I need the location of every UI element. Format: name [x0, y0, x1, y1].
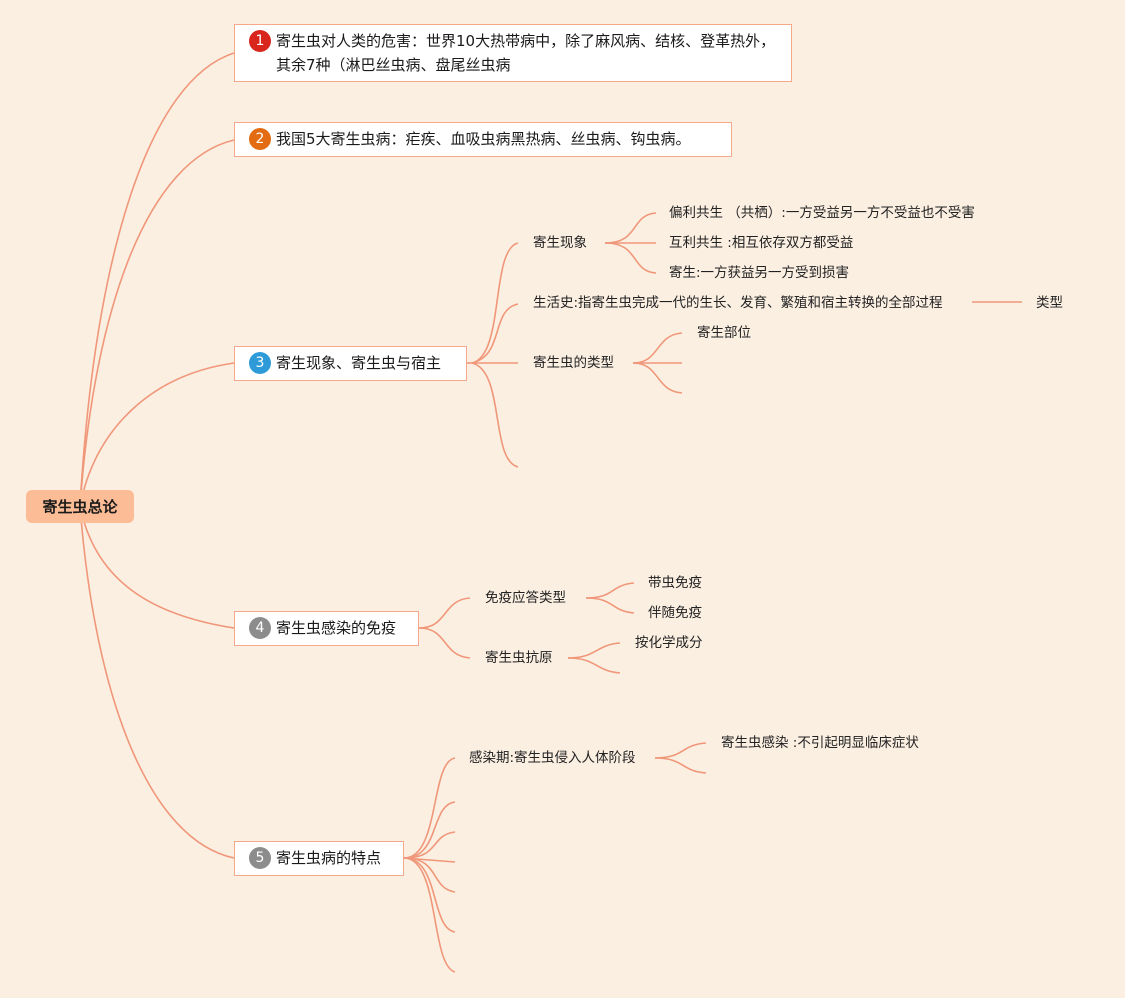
- subtopic-life-history[interactable]: 生活史:指寄生虫完成一代的生长、发育、繁殖和宿主转换的全部过程: [533, 295, 943, 311]
- subtopic-antigen[interactable]: 寄生虫抗原: [485, 650, 553, 666]
- subtopic-parasite-types[interactable]: 寄生虫的类型: [533, 355, 614, 371]
- life-history-child-type[interactable]: 类型: [1036, 295, 1063, 311]
- parasitism-item-commensalism[interactable]: 偏利共生 （共栖）:一方受益另一方不受益也不受害: [669, 205, 975, 221]
- number-badge-1: 1: [249, 30, 271, 52]
- topic-1-node[interactable]: 1 寄生虫对人类的危害：世界10大热带病中，除了麻风病、结核、登革热外，其余7种…: [234, 24, 792, 82]
- number-badge-4: 4: [249, 617, 271, 639]
- subtopic-infection-period[interactable]: 感染期:寄生虫侵入人体阶段: [469, 750, 636, 766]
- subtopic-immune-types[interactable]: 免疫应答类型: [485, 590, 566, 606]
- antigen-child-chemical[interactable]: 按化学成分: [635, 635, 703, 651]
- topic-3-label: 寄生现象、寄生虫与宿主: [276, 354, 442, 372]
- root-node[interactable]: 寄生虫总论: [26, 490, 134, 523]
- topic-5-label: 寄生虫病的特点: [276, 849, 382, 867]
- number-badge-2: 2: [249, 128, 271, 150]
- topic-5-node[interactable]: 5 寄生虫病的特点: [234, 841, 404, 876]
- immune-type-concomitant[interactable]: 伴随免疫: [648, 605, 702, 621]
- immune-type-premunition[interactable]: 带虫免疫: [648, 575, 702, 591]
- number-badge-3: 3: [249, 352, 271, 374]
- topic-4-node[interactable]: 4 寄生虫感染的免疫: [234, 611, 419, 646]
- topic-4-label: 寄生虫感染的免疫: [276, 619, 397, 637]
- topic-3-node[interactable]: 3 寄生现象、寄生虫与宿主: [234, 346, 467, 381]
- topic-1-label: 寄生虫对人类的危害：世界10大热带病中，除了麻风病、结核、登革热外，其余7种（淋…: [276, 32, 776, 74]
- infection-period-child[interactable]: 寄生虫感染 :不引起明显临床症状: [721, 735, 919, 751]
- parasite-types-child-site[interactable]: 寄生部位: [697, 325, 751, 341]
- topic-2-node[interactable]: 2 我国5大寄生虫病：疟疾、血吸虫病黑热病、丝虫病、钩虫病。: [234, 122, 732, 157]
- number-badge-5: 5: [249, 847, 271, 869]
- subtopic-parasitism[interactable]: 寄生现象: [533, 235, 587, 251]
- topic-2-label: 我国5大寄生虫病：疟疾、血吸虫病黑热病、丝虫病、钩虫病。: [276, 130, 691, 148]
- root-label: 寄生虫总论: [42, 498, 118, 516]
- parasitism-item-mutualism[interactable]: 互利共生 :相互依存双方都受益: [669, 235, 854, 251]
- parasitism-item-parasitism[interactable]: 寄生:一方获益另一方受到损害: [669, 265, 850, 281]
